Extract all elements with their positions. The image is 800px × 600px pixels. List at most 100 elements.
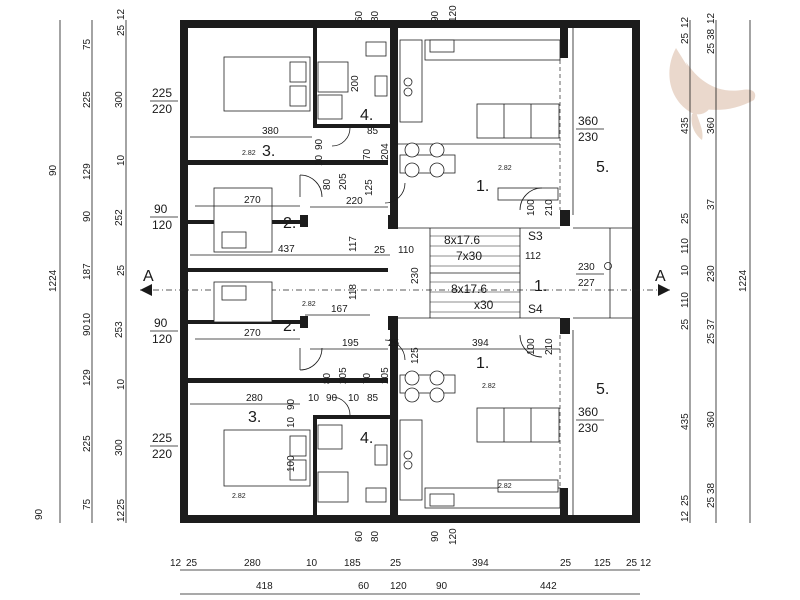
right-dim-37-a: 37 bbox=[706, 198, 717, 210]
dim-437: 437 bbox=[278, 244, 295, 255]
room-label-3-bottom: 3. bbox=[248, 409, 261, 426]
left-dim-225-top: 225 bbox=[82, 91, 93, 108]
room-label-4-bottom: 4. bbox=[360, 430, 373, 447]
inner-dimensions-vertical: 200 70 204 205 80 125 117 118 230 100 21… bbox=[286, 75, 555, 472]
stair-label-bottom-a: 8x17.6 bbox=[451, 282, 487, 296]
left-dim-10-c: 10 bbox=[116, 378, 127, 390]
dim-205-top: 205 bbox=[338, 173, 349, 190]
furniture bbox=[213, 39, 561, 509]
dim-205-bottom-a: 205 bbox=[338, 367, 349, 384]
inner-lines bbox=[395, 28, 632, 515]
right-dim-12-bottom: 12 bbox=[680, 510, 691, 522]
top-dim-80: 80 bbox=[370, 10, 381, 22]
dim-80-top: 80 bbox=[322, 178, 333, 190]
left-dim-25-bottom: 25 bbox=[116, 498, 127, 510]
top-dim-60: 60 bbox=[354, 10, 365, 22]
left-dim-129-bottom: 129 bbox=[82, 369, 93, 386]
right-dimension-lines bbox=[689, 20, 751, 523]
room-label-4-top: 4. bbox=[360, 107, 373, 124]
bottom-row2-90: 90 bbox=[436, 581, 448, 592]
dim-125-bottom: 125 bbox=[410, 347, 421, 364]
section-marker-right: A bbox=[655, 268, 666, 285]
stair-s3: S3 bbox=[528, 229, 543, 243]
top-dimensions: 60 80 90 120 60 80 90 120 bbox=[354, 5, 459, 545]
right-dim-37-b: 37 bbox=[706, 318, 717, 330]
dim-230-mid: 230 bbox=[578, 262, 595, 273]
level-mark-f: 2.82 bbox=[498, 483, 512, 490]
dim-270-bottom: 270 bbox=[244, 328, 261, 339]
left-dim-1224: 1224 bbox=[48, 269, 59, 292]
left-dim-25-top: 25 bbox=[116, 24, 127, 36]
opening-230-top: 230 bbox=[578, 130, 598, 144]
level-mark-c: 2.82 bbox=[302, 301, 316, 308]
dim-90-a: 90 bbox=[326, 393, 338, 404]
bottom-row1-12a: 12 bbox=[170, 558, 182, 569]
bottom-row1-25c: 25 bbox=[560, 558, 572, 569]
bottom-dim-80: 80 bbox=[370, 530, 381, 542]
right-dim-1224: 1224 bbox=[738, 269, 749, 292]
opening-225-top: 225 bbox=[152, 86, 172, 100]
left-dim-300-bottom: 300 bbox=[114, 439, 125, 456]
level-mark-d: 2.82 bbox=[482, 383, 496, 390]
dim-204: 204 bbox=[380, 143, 391, 160]
bottom-row1-125: 125 bbox=[594, 558, 611, 569]
opening-225-bottom: 225 bbox=[152, 431, 172, 445]
bottom-dim-120: 120 bbox=[448, 528, 459, 545]
dim-10-a: 10 bbox=[308, 393, 320, 404]
right-dim-25-b: 25 bbox=[706, 42, 717, 54]
dim-210-bottom: 210 bbox=[544, 338, 555, 355]
right-dim-110-bottom: 110 bbox=[680, 292, 691, 308]
dim-100-bottom: 100 bbox=[526, 338, 537, 355]
level-mark-b: 2.82 bbox=[498, 165, 512, 172]
bottom-row2-60: 60 bbox=[358, 581, 370, 592]
right-dim-10: 10 bbox=[680, 264, 691, 276]
dim-90-v-bottom: 90 bbox=[286, 398, 297, 410]
dim-220: 220 bbox=[346, 196, 363, 207]
room-label-1-middle: 1. bbox=[534, 278, 547, 295]
right-dim-435-top: 435 bbox=[680, 117, 691, 134]
left-dimension-lines bbox=[59, 20, 127, 523]
bottom-row1-394: 394 bbox=[472, 558, 489, 569]
opening-90-bottom: 90 bbox=[154, 316, 168, 330]
dim-100-v-bed: 100 bbox=[286, 455, 297, 472]
left-dim-300-top: 300 bbox=[114, 91, 125, 108]
bottom-dim-60: 60 bbox=[354, 530, 365, 542]
opening-360-top: 360 bbox=[578, 114, 598, 128]
right-dim-230: 230 bbox=[706, 265, 717, 282]
right-dim-360-bottom: 360 bbox=[706, 411, 717, 428]
left-dimensions: 90 1224 90 12 25 75 225 129 10 90 187 25… bbox=[34, 8, 127, 522]
bottom-dimension-lines bbox=[180, 569, 640, 595]
left-dim-75-bottom: 75 bbox=[82, 498, 93, 510]
dim-280: 280 bbox=[246, 393, 263, 404]
opening-120-bottom: 120 bbox=[152, 332, 172, 346]
right-dim-12-top: 12 bbox=[680, 16, 691, 28]
room-label-5-bottom: 5. bbox=[596, 381, 609, 398]
bottom-row1-12b: 12 bbox=[640, 558, 652, 569]
left-dim-10-b: 10 bbox=[82, 312, 93, 324]
dim-70-top: 70 bbox=[362, 148, 373, 160]
stair-label-top-a: 8x17.6 bbox=[444, 233, 480, 247]
right-dim-110-top: 110 bbox=[680, 238, 691, 254]
dim-117: 117 bbox=[348, 236, 359, 252]
dim-10-v-top: 10 bbox=[314, 154, 325, 166]
bottom-row1-185: 185 bbox=[344, 558, 361, 569]
dim-210-top: 210 bbox=[544, 199, 555, 216]
bottom-row1-280: 280 bbox=[244, 558, 261, 569]
right-dim-25-e: 25 bbox=[706, 332, 717, 344]
bottom-dimensions: 12 25 280 10 185 25 394 25 125 25 12 418… bbox=[170, 558, 652, 592]
dim-100-top: 100 bbox=[526, 199, 537, 216]
dim-80-bottom: 80 bbox=[322, 372, 333, 384]
dim-227-mid: 227 bbox=[578, 278, 595, 289]
top-dim-90: 90 bbox=[430, 10, 441, 22]
left-dim-90-top: 90 bbox=[48, 164, 59, 176]
dim-270-top: 270 bbox=[244, 195, 261, 206]
dim-112: 112 bbox=[525, 251, 541, 262]
doors bbox=[299, 127, 543, 416]
room-label-5-top: 5. bbox=[596, 159, 609, 176]
dim-110: 110 bbox=[398, 245, 414, 256]
stair-label-top-b: 7x30 bbox=[456, 249, 482, 263]
left-dim-90-mid-a: 90 bbox=[82, 210, 93, 222]
bottom-row1-25b: 25 bbox=[390, 558, 402, 569]
